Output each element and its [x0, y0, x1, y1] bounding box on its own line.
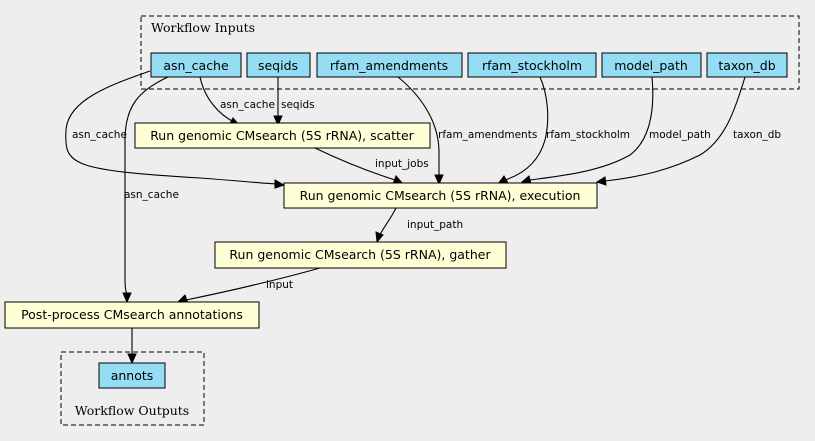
edge-execution-to-gather: input_path: [375, 207, 463, 244]
step-nodes: Run genomic CMsearch (5S rRNA), scatter …: [4, 122, 598, 329]
input-label-seqids: seqids: [258, 58, 298, 73]
edge-asn-cache-to-execution: asn_cache: [65, 70, 286, 189]
input-node-model-path[interactable]: model_path: [601, 52, 702, 78]
input-node-rfam-amendments[interactable]: rfam_amendments: [316, 52, 463, 78]
edge-label-rfam-amendments-execution: rfam_amendments: [438, 129, 537, 141]
output-nodes: annots: [98, 362, 166, 389]
edge-label-model-path-execution: model_path: [649, 129, 711, 141]
input-nodes: asn_cache seqids rfam_amendments rfam_st…: [150, 52, 788, 78]
output-label-annots: annots: [111, 368, 154, 383]
workflow-inputs-title: Workflow Inputs: [151, 20, 255, 35]
edge-label-asn-cache-scatter: asn_cache: [220, 99, 275, 111]
edge-seqids-to-scatter: seqids: [273, 77, 315, 127]
output-node-annots[interactable]: annots: [98, 362, 166, 389]
input-label-asn-cache: asn_cache: [163, 58, 229, 73]
input-node-taxon-db[interactable]: taxon_db: [706, 52, 788, 78]
edge-postprocess-to-annots: [127, 328, 137, 365]
edge-label-rfam-stockholm-execution: rfam_stockholm: [546, 129, 630, 141]
edge-taxon-db-to-execution: taxon_db: [595, 76, 781, 186]
input-node-rfam-stockholm[interactable]: rfam_stockholm: [467, 52, 597, 78]
input-label-rfam-amendments: rfam_amendments: [330, 58, 448, 73]
step-label-execution: Run genomic CMsearch (5S rRNA), executio…: [300, 188, 581, 203]
edge-scatter-to-execution: input_jobs: [314, 147, 429, 185]
step-label-scatter: Run genomic CMsearch (5S rRNA), scatter: [150, 128, 414, 143]
workflow-inputs-cluster: Workflow Inputs: [140, 15, 800, 90]
edge-label-asn-cache-postprocess: asn_cache: [124, 189, 179, 201]
edge-label-seqids-scatter: seqids: [281, 99, 315, 111]
input-label-taxon-db: taxon_db: [718, 58, 775, 73]
step-node-scatter[interactable]: Run genomic CMsearch (5S rRNA), scatter: [134, 122, 431, 149]
workflow-inputs-frame: [140, 15, 800, 90]
input-node-seqids[interactable]: seqids: [246, 52, 311, 78]
step-node-postprocess[interactable]: Post-process CMsearch annotations: [4, 301, 260, 329]
input-node-asn-cache[interactable]: asn_cache: [150, 52, 242, 78]
edge-rfam-stockholm-to-execution: rfam_stockholm: [496, 76, 630, 185]
step-label-gather: Run genomic CMsearch (5S rRNA), gather: [229, 247, 491, 262]
step-label-postprocess: Post-process CMsearch annotations: [21, 307, 243, 322]
edge-gather-to-postprocess: input: [176, 267, 321, 304]
step-node-execution[interactable]: Run genomic CMsearch (5S rRNA), executio…: [283, 182, 598, 209]
workflow-outputs-title: Workflow Outputs: [75, 403, 189, 418]
edge-model-path-to-execution: model_path: [520, 76, 711, 185]
input-label-model-path: model_path: [614, 58, 688, 73]
edge-label-scatter-execution: input_jobs: [375, 158, 429, 170]
edges: asn_cache seqids asn_cache asn_cache rfa…: [65, 70, 781, 365]
edge-asn-cache-to-scatter: asn_cache: [199, 76, 275, 126]
edge-label-gather-postprocess: input: [266, 279, 293, 291]
edge-label-taxon-db-execution: taxon_db: [733, 129, 781, 141]
edge-asn-cache-to-postprocess: asn_cache: [122, 76, 179, 304]
edge-rfam-amendments-to-execution: rfam_amendments: [397, 76, 537, 186]
workflow-outputs-frame: [60, 351, 205, 426]
input-label-rfam-stockholm: rfam_stockholm: [482, 58, 582, 73]
workflow-outputs-cluster: Workflow Outputs: [60, 351, 205, 426]
step-node-gather[interactable]: Run genomic CMsearch (5S rRNA), gather: [214, 241, 507, 269]
edge-label-asn-cache-execution: asn_cache: [72, 129, 127, 141]
edge-label-execution-gather: input_path: [407, 219, 463, 231]
